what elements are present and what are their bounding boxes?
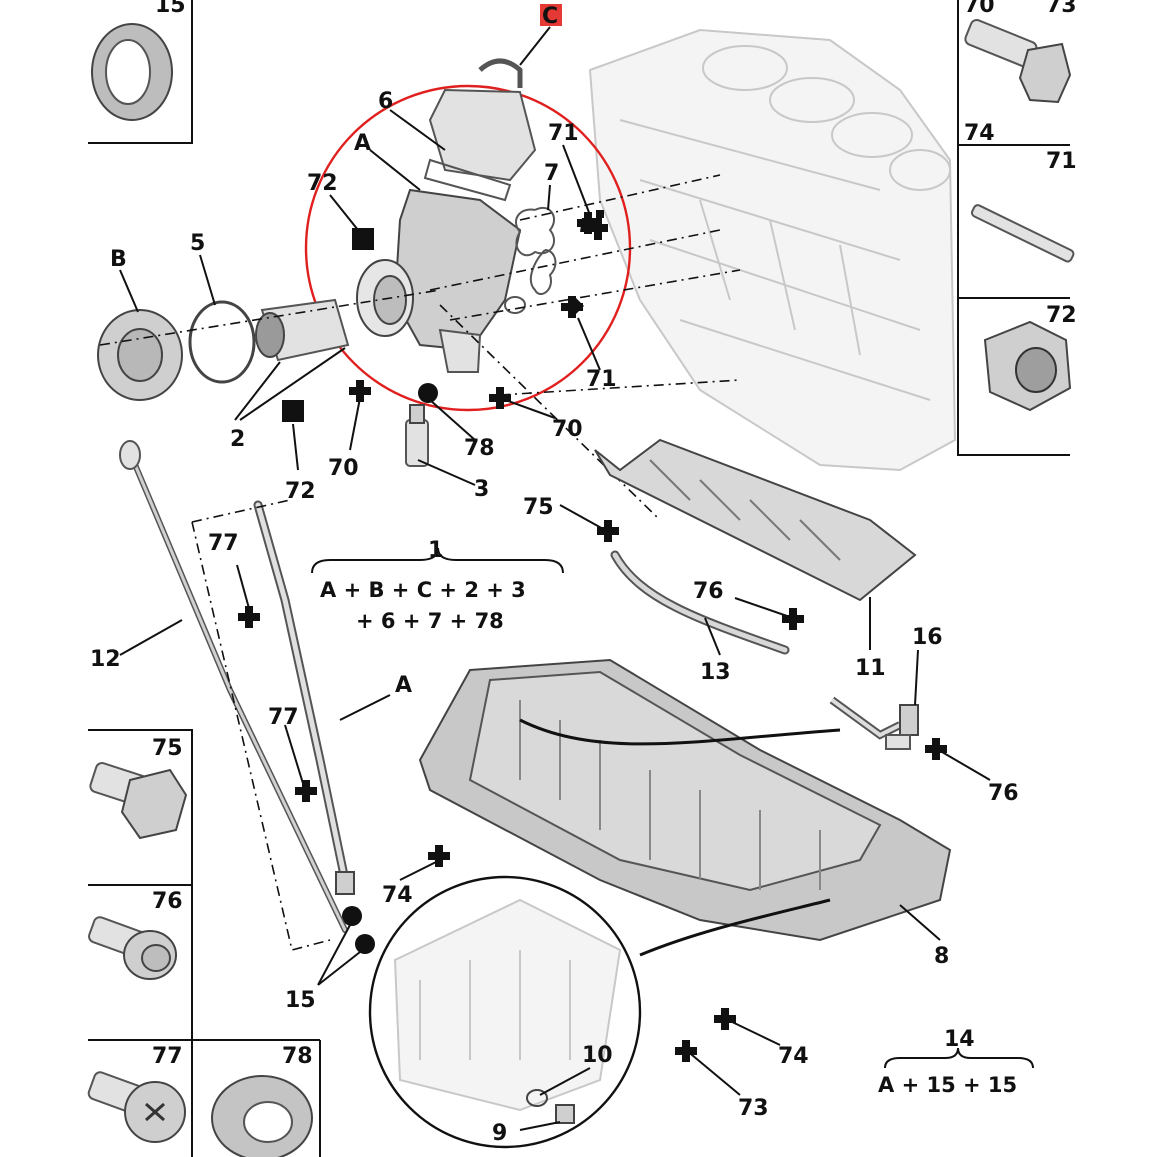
callout-1: 1 bbox=[428, 538, 443, 563]
callout-12: 12 bbox=[90, 647, 121, 672]
dipstick-tube-a bbox=[253, 500, 355, 895]
callout-9: 9 bbox=[492, 1121, 507, 1146]
pipe-13 bbox=[610, 550, 790, 655]
panel-label-74: 74 bbox=[964, 121, 995, 146]
oring-15-icon bbox=[91, 23, 173, 121]
callout-11: 11 bbox=[855, 656, 886, 681]
bolt-77-icon bbox=[87, 1071, 186, 1143]
panel-label-71: 71 bbox=[1046, 149, 1077, 174]
fastener-symbols bbox=[282, 228, 438, 954]
brace-kit-1 bbox=[311, 547, 564, 574]
leader-C bbox=[519, 26, 551, 66]
nut-72-icon bbox=[983, 320, 1072, 412]
brace-kit-14 bbox=[884, 1047, 1034, 1069]
level-sensor-16 bbox=[829, 696, 919, 750]
panel-label-76: 76 bbox=[152, 889, 183, 914]
baffle-plate-11 bbox=[594, 438, 917, 602]
detail-zoom-circle bbox=[368, 875, 642, 1149]
panel-label-70: 70 bbox=[964, 0, 995, 18]
callout-77-b: 77 bbox=[268, 705, 299, 730]
alignment-lines bbox=[99, 174, 741, 521]
square-symbol-72b bbox=[282, 400, 304, 422]
badge-c bbox=[540, 4, 562, 26]
callout-72-top: 72 bbox=[307, 171, 338, 196]
pressure-sensor-3 bbox=[405, 404, 429, 467]
kit-1-formula-line2: + 6 + 7 + 78 bbox=[356, 609, 504, 633]
panel-label-77: 77 bbox=[152, 1044, 183, 1069]
callout-70-mid: 70 bbox=[552, 417, 583, 442]
leader-lines bbox=[119, 109, 991, 1131]
washer-78-icon bbox=[211, 1075, 313, 1157]
bracket-77-frame bbox=[191, 499, 331, 951]
panel-label-75: 75 bbox=[152, 736, 183, 761]
callout-C: C bbox=[542, 4, 558, 29]
stud-71-icon bbox=[970, 204, 1075, 263]
callout-13: 13 bbox=[700, 660, 731, 685]
left-panel-group: 15 75 76 77 78 bbox=[87, 0, 321, 1157]
callout-8: 8 bbox=[934, 944, 949, 969]
callout-71-top: 71 bbox=[548, 121, 579, 146]
callout-73: 73 bbox=[738, 1096, 769, 1121]
oil-sump-8 bbox=[418, 658, 952, 957]
panel-frame-right bbox=[957, 0, 1070, 456]
panel-label-78: 78 bbox=[282, 1044, 313, 1069]
square-symbol-72a bbox=[352, 228, 374, 250]
callout-72-low: 72 bbox=[285, 479, 316, 504]
callout-7: 7 bbox=[544, 161, 559, 186]
kit-1-formula-line1: A + B + C + 2 + 3 bbox=[320, 578, 526, 602]
callout-3: 3 bbox=[474, 477, 489, 502]
callout-10: 10 bbox=[582, 1043, 613, 1068]
callout-77-a: 77 bbox=[208, 531, 239, 556]
callout-5: 5 bbox=[190, 231, 205, 256]
dot-symbol-15b bbox=[355, 934, 375, 954]
right-panel-group: 70 73 74 71 72 bbox=[957, 0, 1077, 456]
callout-2: 2 bbox=[230, 427, 245, 452]
oring-5 bbox=[188, 300, 256, 384]
callout-76-right: 76 bbox=[988, 781, 1019, 806]
callout-76-mid: 76 bbox=[693, 579, 724, 604]
dot-symbol-15a bbox=[342, 906, 362, 926]
kit-14-formula: A + 15 + 15 bbox=[878, 1073, 1017, 1097]
callout-A-top: A bbox=[354, 131, 371, 156]
callout-16: 16 bbox=[912, 625, 943, 650]
callout-labels: 6 A 72 71 7 B 5 2 71 78 70 70 72 3 75 77… bbox=[90, 89, 1019, 1146]
callout-74-low: 74 bbox=[778, 1044, 809, 1069]
cross-symbols bbox=[238, 210, 947, 1062]
callout-15-low: 15 bbox=[285, 988, 316, 1013]
callout-14: 14 bbox=[944, 1027, 975, 1052]
callout-71-mid: 71 bbox=[586, 367, 617, 392]
dot-symbol-78 bbox=[418, 383, 438, 403]
bolt-75-icon bbox=[89, 762, 188, 840]
callout-A-mid: A bbox=[395, 673, 412, 698]
bolt-76-icon bbox=[88, 916, 177, 980]
panel-label-72: 72 bbox=[1046, 303, 1077, 328]
bolt-70-icon bbox=[964, 19, 1072, 104]
callout-74-mid: 74 bbox=[382, 883, 413, 908]
callout-75: 75 bbox=[523, 495, 554, 520]
panel-label-73: 73 bbox=[1046, 0, 1077, 18]
callout-6: 6 bbox=[378, 89, 393, 114]
panel-frame-15 bbox=[88, 0, 193, 144]
dipstick-12 bbox=[119, 440, 348, 933]
callout-B: B bbox=[110, 247, 127, 272]
oil-cooler-assembly bbox=[356, 58, 557, 373]
panel-frame-left-bottom bbox=[88, 729, 193, 1157]
callout-70-low: 70 bbox=[328, 456, 359, 481]
oil-filter-cap-b bbox=[97, 309, 183, 401]
engine-block-ghost bbox=[588, 28, 957, 472]
callout-78: 78 bbox=[464, 436, 495, 461]
panel-label-15: 15 bbox=[155, 0, 186, 18]
oil-filter-element bbox=[255, 298, 350, 362]
